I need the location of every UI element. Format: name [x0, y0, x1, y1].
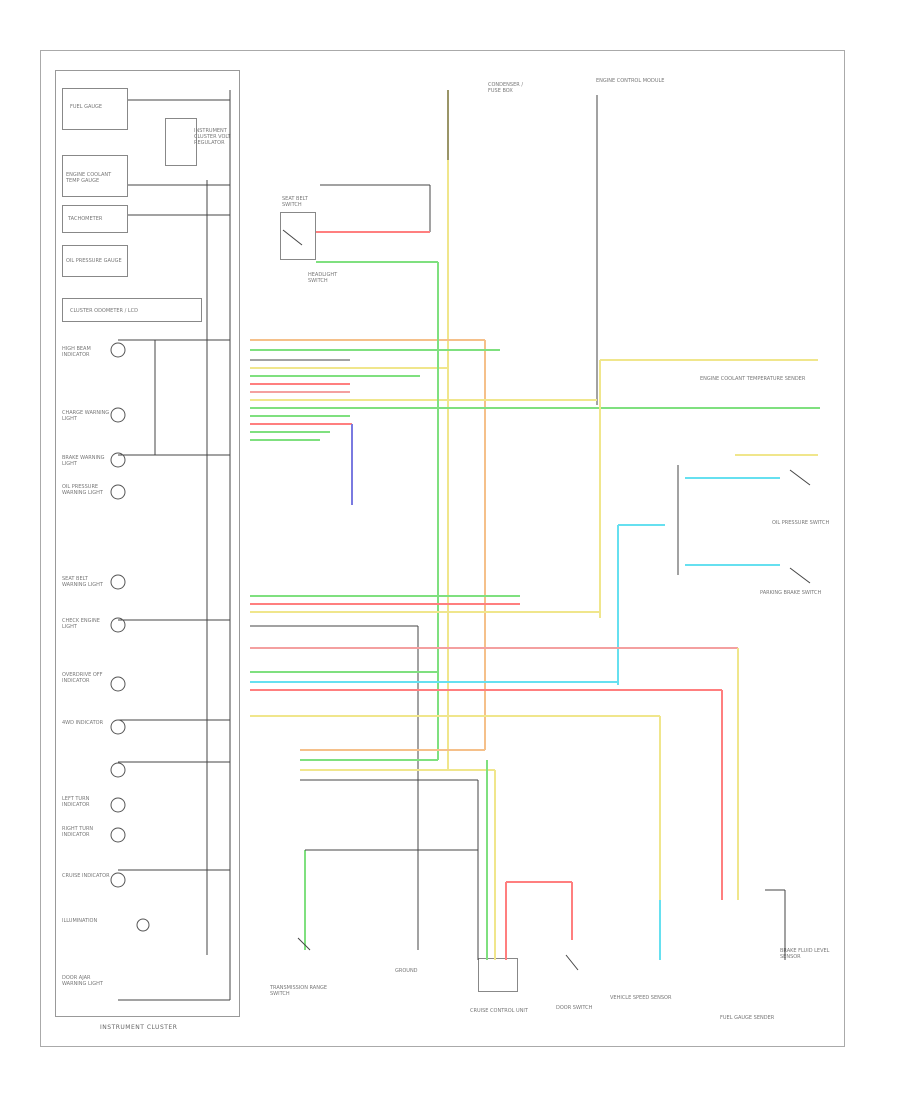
label-parking-brake: PARKING BRAKE SWITCH: [760, 590, 822, 596]
bulb-brake: [110, 452, 126, 468]
switch-seat: [282, 229, 303, 246]
bulb-4wd: [110, 719, 126, 735]
voltage-regulator-box: [165, 118, 197, 166]
switch-trans: [297, 937, 311, 951]
label-headlight-switch: HEADLIGHT SWITCH: [308, 272, 338, 284]
cluster-label-coolant: ENGINE COOLANT TEMP GAUGE: [66, 172, 112, 184]
odometer-box: [62, 298, 202, 322]
cluster-label-check-engine: CHECK ENGINE LIGHT: [62, 618, 100, 630]
switch-park: [789, 567, 811, 584]
cluster-label-seat-belt: SEAT BELT WARNING LIGHT: [62, 576, 103, 588]
bulb-charge: [110, 407, 126, 423]
cluster-label-left-turn: LEFT TURN INDICATOR: [62, 796, 90, 808]
cluster-label-overdrive: OVERDRIVE OFF INDICATOR: [62, 672, 103, 684]
bulb-check: [110, 617, 126, 633]
label-fuse-box: CONDENSER / FUSE BOX: [488, 82, 523, 94]
label-vss: VEHICLE SPEED SENSOR: [610, 995, 672, 1001]
label-oil-switch: OIL PRESSURE SWITCH: [772, 520, 830, 526]
bulb-oil: [110, 484, 126, 500]
oil-gauge-box: [62, 245, 128, 277]
cluster-label-illumination: ILLUMINATION: [62, 918, 98, 924]
instrument-cluster-box: [55, 70, 240, 1017]
label-ecm: ENGINE CONTROL MODULE: [596, 78, 665, 84]
cluster-label-oil-gauge: OIL PRESSURE GAUGE: [66, 258, 122, 264]
label-door-switch: DOOR SWITCH: [556, 1005, 593, 1011]
cluster-label-fuel: FUEL GAUGE: [70, 104, 103, 110]
cluster-label-cruise: CRUISE INDICATOR: [62, 873, 110, 879]
label-ground: GROUND: [395, 968, 418, 974]
diagram-frame: [40, 50, 845, 1047]
label-volt-regulator: INSTRUMENT CLUSTER VOLT REGULATOR: [194, 128, 231, 146]
coolant-gauge-box: [62, 155, 128, 197]
tachometer-box: [62, 205, 128, 233]
label-fuel-sender: FUEL GAUGE SENDER: [720, 1015, 775, 1021]
cluster-label-brake: BRAKE WARNING LIGHT: [62, 455, 105, 467]
cluster-label-door-ajar: DOOR AJAR WARNING LIGHT: [62, 975, 103, 987]
cluster-label-odometer: CLUSTER ODOMETER / LCD: [70, 308, 139, 314]
tcm-connector-box: [478, 958, 518, 992]
bulb-lt: [110, 762, 126, 778]
bulb-high-beam: [110, 342, 126, 358]
bulb-cruise: [110, 872, 126, 888]
bulb-right: [110, 827, 126, 843]
label-seat-belt-switch: SEAT BELT SWITCH: [282, 196, 308, 208]
cluster-label-high-beam: HIGH BEAM INDICATOR: [62, 346, 91, 358]
bulb-left: [110, 797, 126, 813]
cluster-label-4wd: 4WD INDICATOR: [62, 720, 104, 726]
switch-oil: [789, 469, 811, 486]
cluster-label-oil-warn: OIL PRESSURE WARNING LIGHT: [62, 484, 103, 496]
bulb-seat: [110, 574, 126, 590]
fuel-gauge-box: [62, 88, 128, 130]
cluster-label-right-turn: RIGHT TURN INDICATOR: [62, 826, 94, 838]
seat-belt-switch-box: [280, 212, 316, 260]
cluster-title: INSTRUMENT CLUSTER: [100, 1024, 178, 1031]
label-brake-fluid: BRAKE FLUID LEVEL SENSOR: [780, 948, 830, 960]
cluster-label-tach: TACHOMETER: [68, 216, 103, 222]
label-cruise-unit: CRUISE CONTROL UNIT: [470, 1008, 528, 1014]
switch-door: [565, 954, 579, 971]
label-trans-range: TRANSMISSION RANGE SWITCH: [270, 985, 328, 997]
bulb-illum: [136, 918, 150, 932]
cluster-label-charge: CHARGE WARNING LIGHT: [62, 410, 110, 422]
label-ect-sender: ENGINE COOLANT TEMPERATURE SENDER: [700, 376, 806, 382]
bulb-od: [110, 676, 126, 692]
